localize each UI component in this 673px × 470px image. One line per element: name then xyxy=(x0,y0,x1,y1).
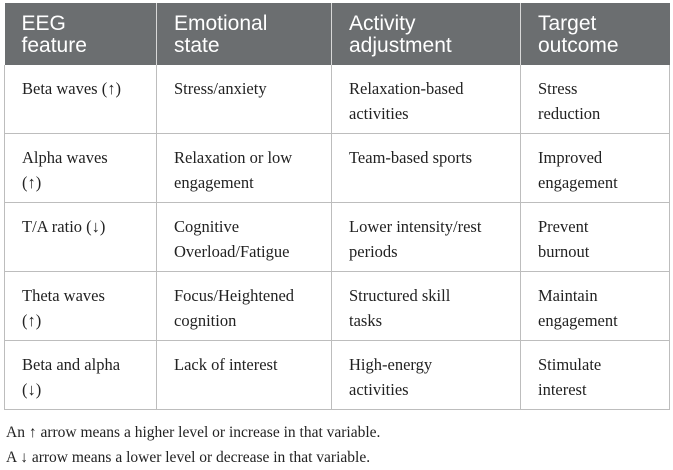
cell-line: burnout xyxy=(538,242,590,261)
cell-line: Maintain xyxy=(538,286,598,305)
cell-line: T/A ratio (↓) xyxy=(22,217,106,236)
cell-target-outcome: Stimulate interest xyxy=(520,340,670,410)
cell-line: Lack of interest xyxy=(174,355,278,374)
header-line: outcome xyxy=(538,34,619,57)
table-row: T/A ratio (↓) Cognitive Overload/Fatigue… xyxy=(4,202,670,272)
cell-eeg-feature: Theta waves (↑) xyxy=(4,271,157,341)
cell-line: reduction xyxy=(538,104,601,123)
header-line: adjustment xyxy=(349,34,452,57)
cell-emotional-state: Lack of interest xyxy=(156,340,332,410)
cell-line: periods xyxy=(349,242,398,261)
cell-line: engagement xyxy=(174,173,254,192)
cell-line: Alpha waves xyxy=(22,148,108,167)
header-target-outcome: Target outcome xyxy=(520,3,670,65)
header-eeg-feature: EEG feature xyxy=(4,3,157,65)
eeg-table-container: EEG feature Emotional state Activity adj… xyxy=(4,3,670,410)
cell-line: activities xyxy=(349,380,409,399)
cell-target-outcome: Maintain engagement xyxy=(520,271,670,341)
cell-target-outcome: Improved engagement xyxy=(520,133,670,203)
cell-line: activities xyxy=(349,104,409,123)
cell-emotional-state: Cognitive Overload/Fatigue xyxy=(156,202,332,272)
cell-emotional-state: Relaxation or low engagement xyxy=(156,133,332,203)
cell-line: Relaxation-based xyxy=(349,79,464,98)
cell-emotional-state: Stress/anxiety xyxy=(156,65,332,134)
header-emotional-state: Emotional state xyxy=(156,3,332,65)
header-line: Emotional xyxy=(174,12,268,35)
header-line: Target xyxy=(538,12,597,35)
header-line: EEG xyxy=(21,12,66,35)
cell-line: High-energy xyxy=(349,355,433,374)
cell-line: Stress xyxy=(538,79,578,98)
table-footnotes: An ↑ arrow means a higher level or incre… xyxy=(6,420,380,470)
cell-target-outcome: Prevent burnout xyxy=(520,202,670,272)
table-header-row: EEG feature Emotional state Activity adj… xyxy=(4,3,670,65)
cell-line: Stimulate xyxy=(538,355,602,374)
cell-line: engagement xyxy=(538,173,618,192)
cell-line: Lower intensity/rest xyxy=(349,217,482,236)
cell-activity-adjustment: Team-based sports xyxy=(331,133,521,203)
cell-activity-adjustment: Relaxation-based activities xyxy=(331,65,521,134)
cell-line: (↑) xyxy=(22,311,42,330)
cell-line: (↑) xyxy=(22,173,42,192)
cell-line: Cognitive xyxy=(174,217,240,236)
header-line: feature xyxy=(21,34,87,57)
cell-activity-adjustment: Lower intensity/rest periods xyxy=(331,202,521,272)
cell-eeg-feature: Alpha waves (↑) xyxy=(4,133,157,203)
cell-line: Beta and alpha xyxy=(22,355,121,374)
table-row: Theta waves (↑) Focus/Heightened cogniti… xyxy=(4,271,670,341)
table-row: Beta and alpha (↓) Lack of interest High… xyxy=(4,340,670,410)
table-row: Beta waves (↑) Stress/anxiety Relaxation… xyxy=(4,65,670,134)
footnote-increase-arrow: An ↑ arrow means a higher level or incre… xyxy=(6,424,381,441)
cell-line: Beta waves (↑) xyxy=(22,79,121,98)
cell-line: tasks xyxy=(349,311,382,330)
cell-eeg-feature: Beta and alpha (↓) xyxy=(4,340,157,410)
cell-line: Prevent xyxy=(538,217,589,236)
cell-line: engagement xyxy=(538,311,618,330)
cell-line: interest xyxy=(538,380,587,399)
cell-line: Stress/anxiety xyxy=(174,79,267,98)
cell-line: Team-based sports xyxy=(349,148,473,167)
header-line: Activity xyxy=(349,12,416,35)
cell-line: cognition xyxy=(174,311,237,330)
cell-activity-adjustment: Structured skill tasks xyxy=(331,271,521,341)
cell-line: Relaxation or low xyxy=(174,148,293,167)
cell-line: Focus/Heightened xyxy=(174,286,295,305)
cell-line: Structured skill xyxy=(349,286,451,305)
header-activity-adjustment: Activity adjustment xyxy=(331,3,521,65)
cell-eeg-feature: Beta waves (↑) xyxy=(4,65,157,134)
cell-line: Improved xyxy=(538,148,603,167)
cell-target-outcome: Stress reduction xyxy=(520,65,670,134)
header-line: state xyxy=(174,34,220,57)
table-row: Alpha waves (↑) Relaxation or low engage… xyxy=(4,133,670,203)
cell-emotional-state: Focus/Heightened cognition xyxy=(156,271,332,341)
cell-line: Theta waves xyxy=(22,286,105,305)
eeg-activity-table: EEG feature Emotional state Activity adj… xyxy=(4,3,670,410)
cell-eeg-feature: T/A ratio (↓) xyxy=(4,202,157,272)
footnote-decrease-arrow: A ↓ arrow means a lower level or decreas… xyxy=(6,449,371,466)
cell-line: (↓) xyxy=(22,380,42,399)
cell-activity-adjustment: High-energy activities xyxy=(331,340,521,410)
cell-line: Overload/Fatigue xyxy=(174,242,290,261)
